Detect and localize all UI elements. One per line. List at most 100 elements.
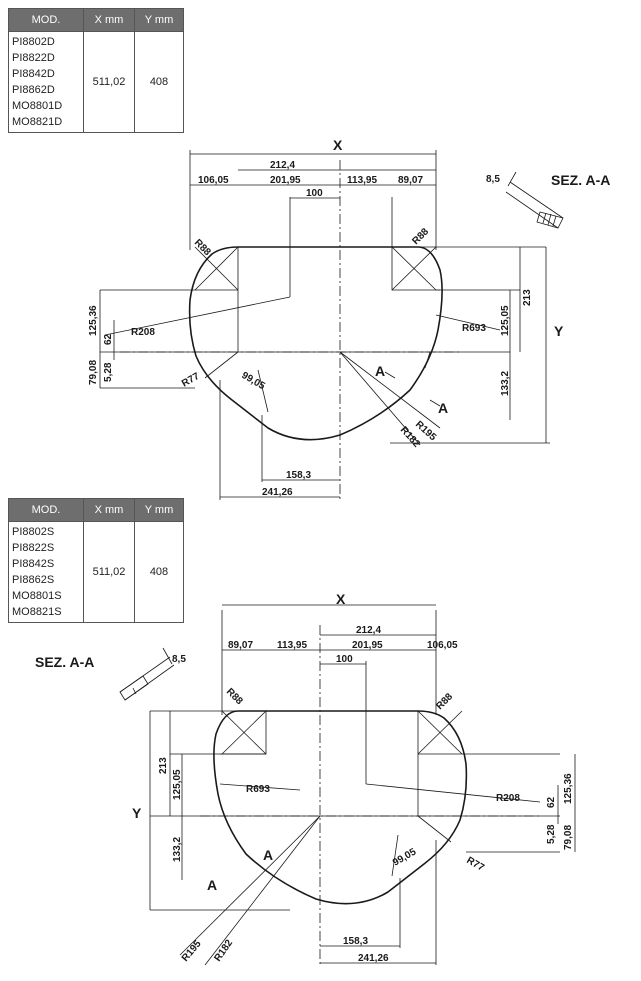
model-item: PI8842S xyxy=(12,558,55,570)
section-thickness: 8,5 xyxy=(486,174,500,185)
dim-100: 100 xyxy=(336,654,353,665)
dim-125-36: 125,36 xyxy=(88,305,99,336)
construction-line xyxy=(424,351,431,369)
model-list: PI8802D PI8822D PI8842D PI8862D MO8801D … xyxy=(8,31,84,133)
dim-89-07: 89,07 xyxy=(398,175,423,186)
dim-100: 100 xyxy=(306,188,323,199)
dim-201-95: 201,95 xyxy=(270,175,301,186)
washbasin-outline xyxy=(213,710,468,905)
dim-125-36: 125,36 xyxy=(563,773,574,804)
dim-133-2: 133,2 xyxy=(500,371,511,396)
label-x: X xyxy=(333,137,343,153)
washbasin-outline xyxy=(188,246,443,441)
dim-89-07: 89,07 xyxy=(228,640,253,651)
dim-113-95: 113,95 xyxy=(347,175,377,186)
construction-line xyxy=(365,783,541,803)
radius-r88-left: R88 xyxy=(224,686,245,707)
model-item: PI8802D xyxy=(12,36,55,48)
header-y-mm: Y mm xyxy=(134,498,184,522)
construction-line xyxy=(104,296,291,336)
section-thickness: 8,5 xyxy=(172,654,186,665)
label-x: X xyxy=(336,591,346,607)
dim-79-08: 79,08 xyxy=(88,360,99,385)
section-mark-a-2: A xyxy=(207,877,217,893)
radius-r77: R77 xyxy=(465,855,487,874)
section-detail-bottom xyxy=(119,647,175,701)
construction-line xyxy=(221,710,267,755)
dim-212-4: 212,4 xyxy=(356,625,381,636)
dim-213: 213 xyxy=(522,289,533,306)
spec-table-bottom: MOD. X mm Y mm PI8802S PI8822S PI8842S P… xyxy=(8,498,184,623)
table-row: PI8802S PI8822S PI8842S PI8862S MO8801S … xyxy=(8,521,184,623)
model-item: PI8822S xyxy=(12,542,55,554)
dim-5-28: 5,28 xyxy=(103,362,114,382)
dim-158-3: 158,3 xyxy=(286,470,311,481)
construction-line xyxy=(179,815,321,956)
section-title: SEZ. A-A xyxy=(35,654,94,670)
radius-r77: R77 xyxy=(180,371,202,390)
header-x-mm: X mm xyxy=(83,498,135,522)
model-item: PI8862S xyxy=(12,574,55,586)
section-mark-a-1: A xyxy=(375,363,385,379)
section-line-a xyxy=(384,371,396,379)
table-header-row: MOD. X mm Y mm xyxy=(8,498,184,522)
dim-79-08: 79,08 xyxy=(563,825,574,850)
label-y: Y xyxy=(554,323,564,339)
dim-241-26: 241,26 xyxy=(262,487,293,498)
dim-213: 213 xyxy=(158,757,169,774)
construction-line xyxy=(339,351,421,446)
construction-line xyxy=(257,369,269,413)
dim-62: 62 xyxy=(546,796,557,808)
section-mark-a-1: A xyxy=(263,847,273,863)
dim-106-05: 106,05 xyxy=(427,640,458,651)
model-item: MO8801S xyxy=(12,590,62,602)
dim-106-05: 106,05 xyxy=(198,175,229,186)
model-item: PI8842D xyxy=(12,68,55,80)
y-mm-value: 408 xyxy=(134,521,184,623)
construction-line xyxy=(204,351,239,379)
model-item: MO8801D xyxy=(12,100,63,112)
radius-r88-right: R88 xyxy=(434,691,455,712)
label-y: Y xyxy=(132,805,142,821)
radius-r208: R208 xyxy=(496,793,520,804)
section-line-a xyxy=(429,399,441,407)
dim-99-05: 99,05 xyxy=(391,846,419,868)
drawing-bottom: X Y SEZ. A-A 8,5 212,4 89,07 113,95 201,… xyxy=(35,591,576,966)
radius-r693: R693 xyxy=(462,323,486,334)
construction-line xyxy=(391,246,437,291)
model-item: MO8821S xyxy=(12,606,62,618)
model-list: PI8802S PI8822S PI8842S PI8862S MO8801S … xyxy=(8,521,84,623)
construction-line xyxy=(194,246,239,291)
construction-line xyxy=(204,815,321,966)
construction-line xyxy=(339,351,441,429)
radius-r88-right: R88 xyxy=(410,226,431,247)
radius-r208: R208 xyxy=(131,327,155,338)
drawing-top: X Y SEZ. A-A 8,5 212,4 106,05 201,95 113… xyxy=(88,137,610,500)
dim-201-95: 201,95 xyxy=(352,640,383,651)
y-mm-value: 408 xyxy=(134,31,184,133)
table-header-row: MOD. X mm Y mm xyxy=(8,8,184,32)
radius-r693: R693 xyxy=(246,784,270,795)
dim-212-4: 212,4 xyxy=(270,160,295,171)
dim-158-3: 158,3 xyxy=(343,936,368,947)
model-item: PI8822D xyxy=(12,52,55,64)
dim-99-05: 99,05 xyxy=(240,370,268,392)
dim-125-05: 125,05 xyxy=(172,769,183,800)
construction-line xyxy=(435,314,501,331)
dim-241-26: 241,26 xyxy=(358,953,389,964)
header-mod: MOD. xyxy=(8,8,84,32)
construction-line xyxy=(219,783,301,791)
radius-r195: R195 xyxy=(180,938,204,964)
header-y-mm: Y mm xyxy=(134,8,184,32)
section-title: SEZ. A-A xyxy=(551,172,610,188)
table-row: PI8802D PI8822D PI8842D PI8862D MO8801D … xyxy=(8,31,184,133)
dim-125-05: 125,05 xyxy=(500,305,511,336)
dim-113-95: 113,95 xyxy=(277,640,307,651)
section-mark-a-2: A xyxy=(438,400,448,416)
section-detail-top xyxy=(505,171,564,229)
model-item: PI8802S xyxy=(12,526,55,538)
dim-5-28: 5,28 xyxy=(546,824,557,844)
x-mm-value: 511,02 xyxy=(83,521,135,623)
spec-table-top: MOD. X mm Y mm PI8802D PI8822D PI8842D P… xyxy=(8,8,184,133)
